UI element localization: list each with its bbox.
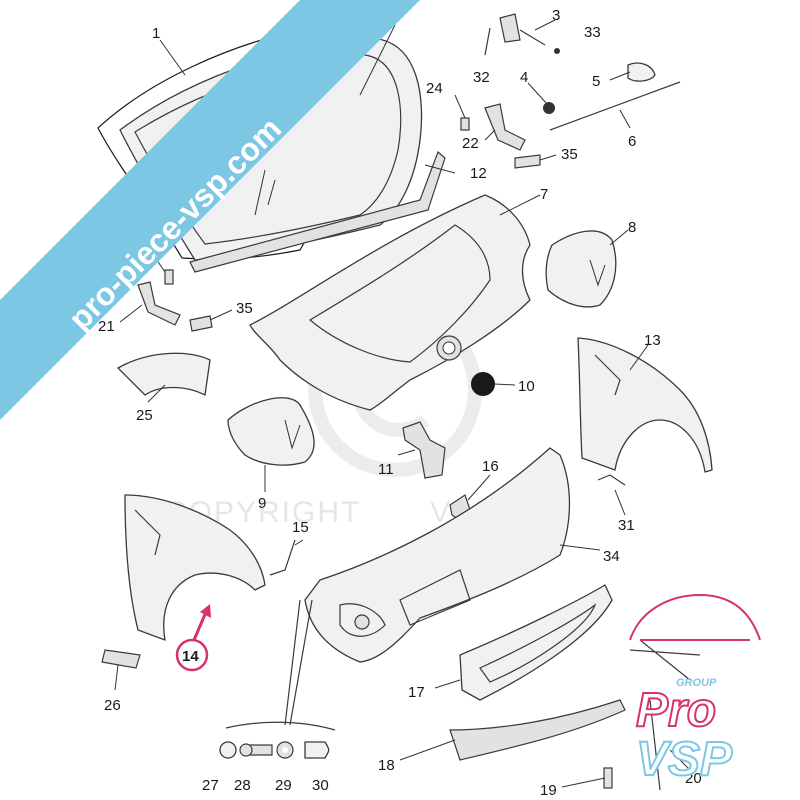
headlamp-detail-8	[589, 259, 606, 287]
part-21-hinge-left	[137, 281, 181, 326]
hinge-pins	[484, 27, 546, 56]
part-30-sleeve	[304, 741, 330, 759]
label-6: 6	[628, 133, 636, 150]
fastener-bracket-line	[225, 599, 336, 731]
label-30: 30	[312, 777, 329, 794]
hood-emblem-inner	[442, 341, 456, 355]
logo-group: GROUP	[676, 677, 717, 689]
label-24a: 24	[426, 80, 443, 97]
part-22-hinge-bracket	[484, 103, 526, 151]
logo-car-outline	[629, 593, 761, 641]
label-35a: 35	[561, 146, 578, 163]
label-12: 12	[470, 165, 487, 182]
label-32: 32	[473, 69, 490, 86]
part-14-left-fender	[124, 494, 266, 641]
part-24-pad-left	[164, 269, 174, 285]
label-25: 25	[136, 407, 153, 424]
fender-13-detail	[594, 354, 621, 396]
part-35-tag-top	[514, 154, 541, 169]
label-10: 10	[518, 378, 535, 395]
label-34: 34	[603, 548, 620, 565]
part-15-rod	[269, 539, 296, 576]
part-33-pin	[554, 48, 560, 54]
part-7-hood-inner	[308, 224, 491, 363]
part-20-strut	[629, 639, 701, 791]
part-6-rod	[549, 81, 681, 131]
label-14: 14	[182, 648, 199, 665]
part-11-bracket	[402, 421, 446, 479]
label-29: 29	[275, 777, 292, 794]
logo-pro: Pro	[636, 684, 716, 737]
part-28-screw	[249, 744, 273, 756]
part-4-grommet	[543, 102, 555, 114]
label-13: 13	[644, 332, 661, 349]
label-15: 15	[292, 519, 309, 536]
grille-inner	[479, 603, 597, 683]
provsp-logo: GROUP Pro VSP	[629, 593, 761, 787]
part-28-screw-head	[239, 743, 253, 757]
part-19-clip	[603, 767, 613, 789]
part-8-right-headlamp	[545, 230, 617, 308]
label-4: 4	[520, 69, 528, 86]
glass-glare	[254, 169, 276, 216]
headlamp-detail-9	[284, 419, 301, 450]
fender-14-detail	[134, 509, 161, 556]
part-25-fender-flare	[117, 352, 211, 396]
part-9-left-headlamp	[227, 397, 315, 466]
part-10-grommet	[471, 372, 495, 396]
part-5-washer-motor	[627, 62, 656, 82]
part-24-pad-top	[460, 117, 470, 131]
label-11: 11	[378, 461, 394, 478]
part-18-reinforcement	[449, 699, 626, 761]
label-22: 22	[462, 135, 479, 152]
part-3-hinge	[499, 13, 521, 43]
part-31-clip	[597, 474, 626, 486]
label-5: 5	[592, 73, 600, 90]
label-31: 31	[618, 517, 635, 534]
label-20: 20	[685, 770, 702, 787]
label-1: 1	[152, 25, 160, 42]
leader-lines	[114, 19, 691, 788]
part-26-strip	[101, 649, 141, 669]
bumper-fog-lamp	[354, 614, 370, 630]
label-19: 19	[540, 782, 557, 799]
part-27-cap	[219, 741, 237, 759]
label-33: 33	[584, 24, 601, 41]
label-35b: 35	[236, 300, 253, 317]
part-34-front-bumper	[304, 447, 571, 663]
highlight-arrowhead-14	[200, 604, 211, 618]
part-17-grille	[459, 584, 613, 701]
label-9: 9	[258, 495, 266, 512]
part-7-hood	[249, 194, 531, 411]
part-35-tag-left	[189, 315, 213, 332]
label-17: 17	[408, 684, 425, 701]
banner-stripe	[0, 0, 420, 420]
label-21: 21	[98, 318, 115, 335]
highlight-arrow-14	[192, 611, 208, 641]
bumper-fog-light	[339, 603, 386, 637]
label-16: 16	[482, 458, 499, 475]
label-27: 27	[202, 777, 219, 794]
label-8: 8	[628, 219, 636, 236]
part-29-washer-hole	[282, 747, 288, 753]
part-12-cowl-strip	[189, 150, 446, 273]
label-3: 3	[552, 7, 560, 24]
label-28: 28	[234, 777, 251, 794]
label-26: 26	[104, 697, 121, 714]
label-7: 7	[540, 186, 548, 203]
bumper-vent-left	[399, 569, 471, 626]
callout-labels: 1 2 3 33 24 32 4 5 6 22 35 12 7 8 24 21 …	[98, 7, 702, 799]
highlight-circle-14	[175, 638, 209, 672]
label-18: 18	[378, 757, 395, 774]
logo-vsp: VSP	[636, 733, 733, 786]
